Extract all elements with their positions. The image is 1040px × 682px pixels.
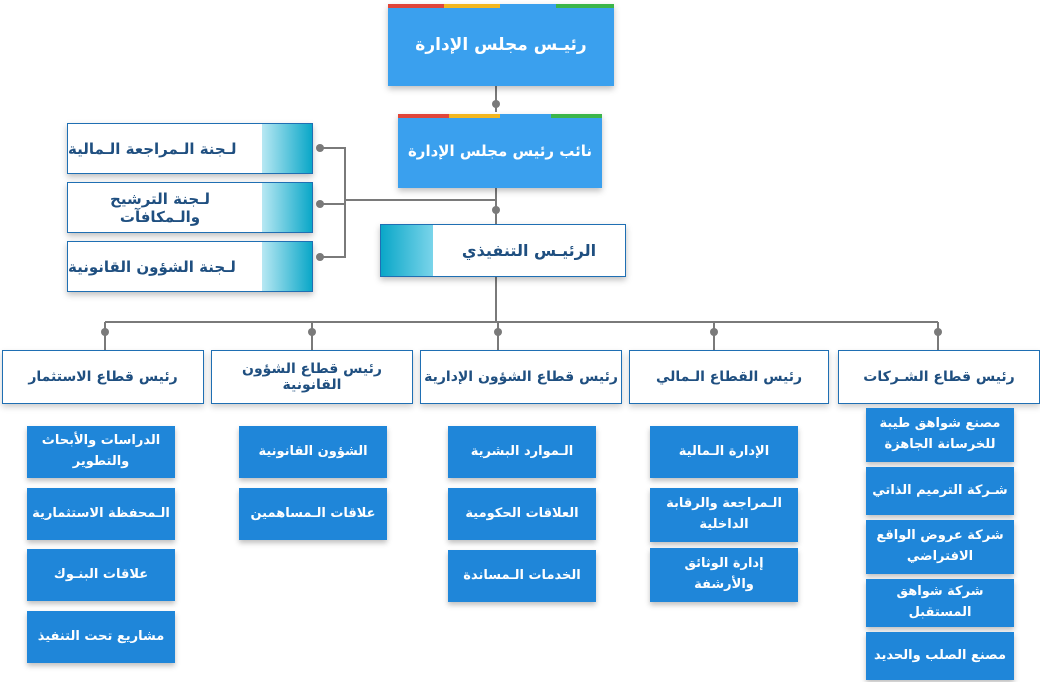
unit-box: علاقات البنـوك [27,549,175,601]
committee-audit: لـجنة الـمراجعة الـمالية [67,123,313,174]
unit-label: إدارة الوثائق والأرشفة [684,556,764,592]
sector-head-label: رئيس قطاع الشؤون القانونية [242,361,382,393]
unit-label: الـمحفظة الاستثمارية [32,505,170,521]
sector-head-admin: رئيس قطاع الشؤون الإدارية [420,350,622,404]
unit-box: شـركة الترميم الذاتي [866,467,1014,515]
sector-head-label: رئيس قطاع الاستثمار [28,369,178,385]
unit-label: علاقات الـمساهمين [250,505,376,521]
unit-box: الدراسات والأبحاث والتطوير [27,426,175,478]
unit-box: علاقات الـمساهمين [239,488,387,540]
unit-label: مصنع الصلب والحديد [874,647,1006,663]
unit-box: الـمراجعة والرقابة الداخلية [650,488,798,542]
committee-accent [262,124,312,173]
unit-label: الخدمات الـمساندة [463,567,581,583]
vice-chairman-title: نائب رئيس مجلس الإدارة [407,142,593,160]
committee-nomination: لـجنة الترشيح والـمكافآت [67,182,313,233]
committee-label: لـجنة الشؤون القانونية [68,257,236,276]
unit-label: شركة شواهق المستقبل [896,584,984,620]
unit-label: الـموارد البشرية [470,443,574,459]
unit-box: الـموارد البشرية [448,426,596,478]
committee-legal: لـجنة الشؤون القانونية [67,241,313,292]
unit-label: علاقات البنـوك [53,566,149,582]
unit-label: مصنع شواهق طيبة للخرسانة الجاهزة [879,416,1001,452]
unit-box: إدارة الوثائق والأرشفة [650,548,798,602]
unit-label: الإدارة الـمالية [678,443,770,459]
ceo-title: الرئيـس التنفيذي [461,241,597,260]
committee-label: لـجنة الترشيح والـمكافآت [110,189,210,226]
unit-box: الخدمات الـمساندة [448,550,596,602]
ceo-accent [381,225,433,276]
sector-head-label: رئيس قطاع الشؤون الإدارية [424,369,618,385]
sector-head-finance: رئيس القطاع الـمالي [629,350,829,404]
sector-head-label: رئيس القطاع الـمالي [655,369,803,385]
unit-label: شركة عروض الواقع الافتراضي [876,528,1004,564]
chairman-box: رئيـس مجلس الإدارة [388,4,614,86]
sector-head-companies: رئيس قطاع الشـركات [838,350,1040,404]
unit-label: شـركة الترميم الذاتي [872,482,1008,498]
unit-box: مصنع شواهق طيبة للخرسانة الجاهزة [866,408,1014,462]
unit-label: الدراسات والأبحاث والتطوير [41,433,161,469]
ceo-box: الرئيـس التنفيذي [380,224,626,277]
sector-head-investment: رئيس قطاع الاستثمار [2,350,204,404]
unit-label: العلاقات الحكومية [465,505,579,521]
unit-label: الـمراجعة والرقابة الداخلية [666,496,782,532]
unit-box: مصنع الصلب والحديد [866,632,1014,680]
unit-box: شركة شواهق المستقبل [866,579,1014,627]
unit-box: مشاريع تحت التنفيذ [27,611,175,663]
committee-accent [262,242,312,291]
sector-head-label: رئيس قطاع الشـركات [863,369,1015,385]
unit-box: الإدارة الـمالية [650,426,798,478]
committee-accent [262,183,312,232]
unit-label: مشاريع تحت التنفيذ [37,628,165,644]
sector-head-legal: رئيس قطاع الشؤون القانونية [211,350,413,404]
unit-label: الشؤون القانونية [258,443,368,459]
vice-chairman-box: نائب رئيس مجلس الإدارة [398,114,602,188]
unit-box: الشؤون القانونية [239,426,387,478]
unit-box: شركة عروض الواقع الافتراضي [866,520,1014,574]
unit-box: الـمحفظة الاستثمارية [27,488,175,540]
committee-label: لـجنة الـمراجعة الـمالية [68,139,237,158]
unit-box: العلاقات الحكومية [448,488,596,540]
chairman-title: رئيـس مجلس الإدارة [415,35,587,55]
